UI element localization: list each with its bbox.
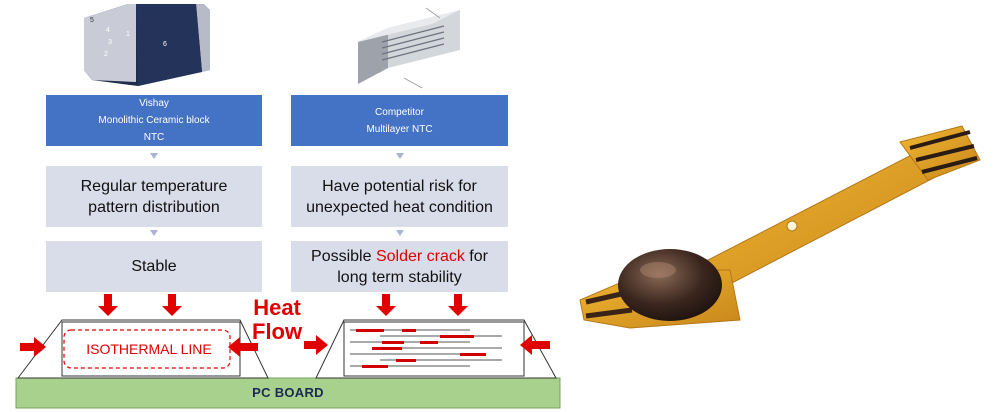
isothermal-line	[63, 329, 231, 369]
vishay-pattern-line-1: Regular temperature	[80, 177, 228, 195]
heat-flow-line-1: Heat	[253, 295, 301, 320]
isothermal-region	[61, 321, 241, 377]
heat-arrow-down-icon	[98, 294, 118, 316]
flex-sensor-image	[579, 125, 981, 329]
heat-flow-diagram	[15, 294, 561, 409]
heat-arrow-down-icon	[162, 294, 182, 316]
down-chevron-icon	[150, 230, 158, 236]
down-chevron-icon	[396, 153, 404, 159]
competitor-risk-line-2: unexpected heat condition	[306, 198, 493, 216]
chip-label-2: 2	[104, 51, 108, 58]
vishay-header-line-3: NTC	[143, 132, 165, 143]
vishay-chip-image: 5 4 3 2 1 6	[84, 4, 210, 86]
crack-prefix: Possible	[311, 247, 376, 265]
vishay-stable-text: Stable	[131, 258, 177, 275]
vishay-stable-box: Stable	[46, 241, 262, 292]
vishay-pattern-box: Regular temperature pattern distribution	[46, 166, 262, 227]
chip-label-6: 6	[163, 41, 167, 48]
solder-crack-highlight: Solder crack	[375, 247, 465, 265]
pc-board-label: PC BOARD	[252, 385, 324, 400]
competitor-crack-line-2: long term stability	[337, 268, 462, 286]
chip-label-1: 1	[126, 31, 130, 38]
internal-heat-arrows	[356, 329, 486, 368]
competitor-header-line-2: Multilayer NTC	[366, 123, 433, 135]
crack-suffix: for	[464, 247, 488, 265]
heat-flow-line-2: Flow	[252, 319, 303, 344]
competitor-crack-box: Possible Solder crack for long term stab…	[291, 241, 508, 292]
vishay-pattern-line-2: pattern distribution	[88, 198, 220, 216]
pc-board	[15, 377, 561, 409]
heat-arrow-down-icon	[376, 294, 396, 316]
heat-arrow-right-icon	[304, 335, 328, 355]
chip-label-4: 4	[106, 27, 110, 34]
competitor-risk-box: Have potential risk for unexpected heat …	[291, 166, 508, 227]
vishay-header-box: Vishay Monolithic Ceramic block NTC	[46, 95, 262, 146]
heat-arrow-down-icon	[448, 294, 468, 316]
heat-arrow-right-icon	[20, 337, 46, 357]
heat-flow-label: Heat Flow	[252, 296, 302, 344]
heat-arrow-left-icon	[228, 337, 258, 357]
competitor-risk-line-1: Have potential risk for	[322, 177, 477, 195]
competitor-crack-line-1: Possible Solder crack for	[311, 246, 488, 267]
vishay-header-line-2: Monolithic Ceramic block	[98, 115, 210, 126]
heat-arrow-left-icon	[520, 335, 550, 355]
down-chevron-icon	[396, 230, 404, 236]
chip-label-5: 5	[90, 17, 94, 24]
vishay-header-line-1: Vishay	[139, 98, 169, 109]
down-chevron-icon	[150, 153, 158, 159]
isothermal-label: ISOTHERMAL LINE	[86, 341, 212, 357]
chip-label-3: 3	[108, 39, 112, 46]
competitor-chip-image	[358, 7, 460, 89]
competitor-header-box: Competitor Multilayer NTC	[291, 95, 508, 146]
competitor-header-line-1: Competitor	[375, 106, 424, 118]
